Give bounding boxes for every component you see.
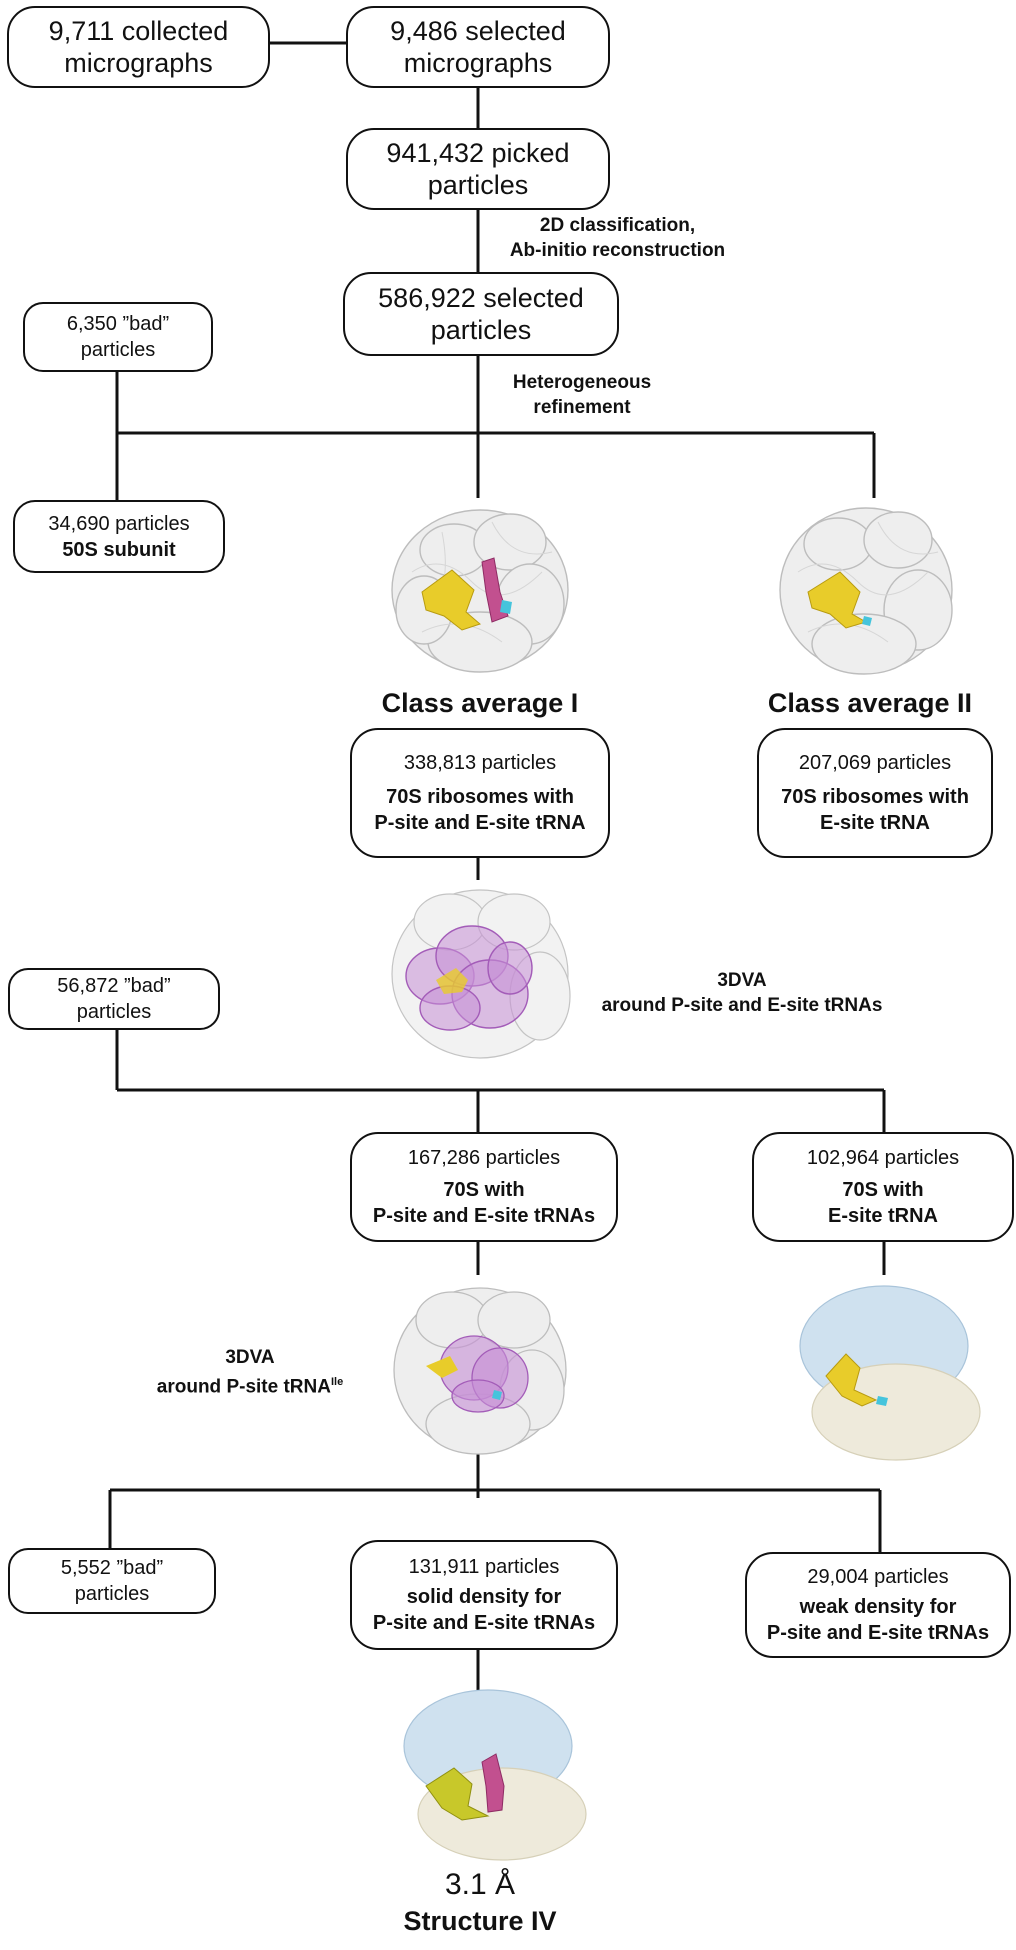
- box-line: P-site and E-site tRNAs: [372, 1612, 596, 1634]
- weak-density-box: 29,004 particles weak density for P-site…: [745, 1552, 1011, 1658]
- superscript-ile: Ile: [330, 1376, 344, 1388]
- box-line: particles: [76, 1001, 152, 1023]
- step-heterogeneous-refinement: Heterogeneous refinement: [497, 370, 667, 420]
- class-average-2-density-map: [779, 507, 953, 675]
- box-count: 29,004 particles: [807, 1566, 949, 1588]
- box-count: 338,813 particles: [403, 752, 557, 774]
- step-line: around P-site and E-site tRNAs: [601, 995, 883, 1016]
- box-line: E-site tRNA: [827, 1205, 938, 1227]
- bad-particles-box-1: 6,350 ”bad” particles: [23, 302, 213, 372]
- selected-micrographs-box: 9,486 selected micrographs: [346, 6, 610, 88]
- box-count: 131,911 particles: [408, 1556, 560, 1578]
- box-line: micrographs: [64, 48, 213, 78]
- e-site-70s-density-map: [799, 1285, 981, 1461]
- box-line: solid density for: [406, 1586, 562, 1608]
- step-line: Ab-initio reconstruction: [509, 240, 726, 261]
- e-site-102k-box: 102,964 particles 70S with E-site tRNA: [752, 1132, 1014, 1242]
- step-line: around P-site tRNAIle: [130, 1370, 370, 1399]
- bad-particles-box-2: 56,872 ”bad” particles: [8, 968, 220, 1030]
- step-2d-classification: 2D classification, Ab-initio reconstruct…: [485, 213, 750, 263]
- box-line: 9,486 selected: [390, 16, 566, 46]
- 3dva-mask-density-map: [391, 889, 571, 1059]
- structure-iv-density-map: [403, 1689, 587, 1861]
- step-line: refinement: [533, 397, 631, 418]
- class-average-1-density-map: [391, 509, 569, 673]
- structure-iv-title: Structure IV: [403, 1906, 557, 1936]
- box-count: 167,286 particles: [407, 1147, 561, 1169]
- step-line: 3DVA: [225, 1347, 275, 1368]
- class-1-particles-box: 338,813 particles 70S ribosomes with P-s…: [350, 728, 610, 858]
- box-line: particles: [74, 1583, 150, 1605]
- 3dva-p-site-density-map: [393, 1287, 567, 1455]
- bad-particles-box-3: 5,552 ”bad” particles: [8, 1548, 216, 1614]
- box-line: weak density for: [799, 1596, 957, 1618]
- class-average-1-title: Class average I: [381, 688, 579, 718]
- box-count: 207,069 particles: [798, 752, 952, 774]
- box-line: 70S with: [842, 1179, 924, 1201]
- box-line: E-site tRNA: [819, 812, 930, 834]
- box-line: particles: [427, 170, 529, 200]
- box-line: P-site and E-site tRNAs: [766, 1622, 990, 1644]
- box-line: particles: [430, 315, 532, 345]
- step-line: 3DVA: [717, 970, 767, 991]
- box-line: 6,350 ”bad”: [66, 313, 170, 335]
- solid-density-box: 131,911 particles solid density for P-si…: [350, 1540, 618, 1650]
- resolution-label: 3.1 Å: [444, 1868, 516, 1901]
- box-line: 9,711 collected: [48, 16, 229, 46]
- box-line: 70S with: [443, 1179, 525, 1201]
- step-3dva-p-and-e: 3DVA around P-site and E-site tRNAs: [572, 968, 912, 1018]
- box-count: 102,964 particles: [806, 1147, 960, 1169]
- box-line: particles: [80, 339, 156, 361]
- step-line: 2D classification,: [539, 215, 696, 236]
- box-line: 5,552 ”bad”: [60, 1557, 164, 1579]
- box-line: P-site and E-site tRNAs: [372, 1205, 596, 1227]
- box-line: P-site and E-site tRNA: [374, 812, 586, 834]
- box-line: 56,872 ”bad”: [57, 975, 171, 997]
- step-3dva-p-site-ile: 3DVA around P-site tRNAIle: [130, 1345, 370, 1399]
- class-average-2-title: Class average II: [767, 688, 973, 718]
- step-line-text: around P-site tRNA: [156, 1376, 331, 1398]
- box-line: 586,922 selected: [378, 283, 584, 313]
- subunit-50s-box: 34,690 particles 50S subunit: [13, 500, 225, 573]
- step-line: Heterogeneous: [512, 372, 652, 393]
- picked-particles-box: 941,432 picked particles: [346, 128, 610, 210]
- p-e-site-167k-box: 167,286 particles 70S with P-site and E-…: [350, 1132, 618, 1242]
- box-line: 941,432 picked: [386, 138, 570, 168]
- box-line: micrographs: [403, 48, 553, 78]
- box-line: 70S ribosomes with: [781, 786, 969, 808]
- selected-particles-box: 586,922 selected particles: [343, 272, 619, 356]
- box-line: 70S ribosomes with: [386, 786, 574, 808]
- collected-micrographs-box: 9,711 collected micrographs: [7, 6, 270, 88]
- class-2-particles-box: 207,069 particles 70S ribosomes with E-s…: [757, 728, 993, 858]
- box-line: 34,690 particles: [48, 512, 190, 535]
- box-line: 50S subunit: [62, 538, 176, 561]
